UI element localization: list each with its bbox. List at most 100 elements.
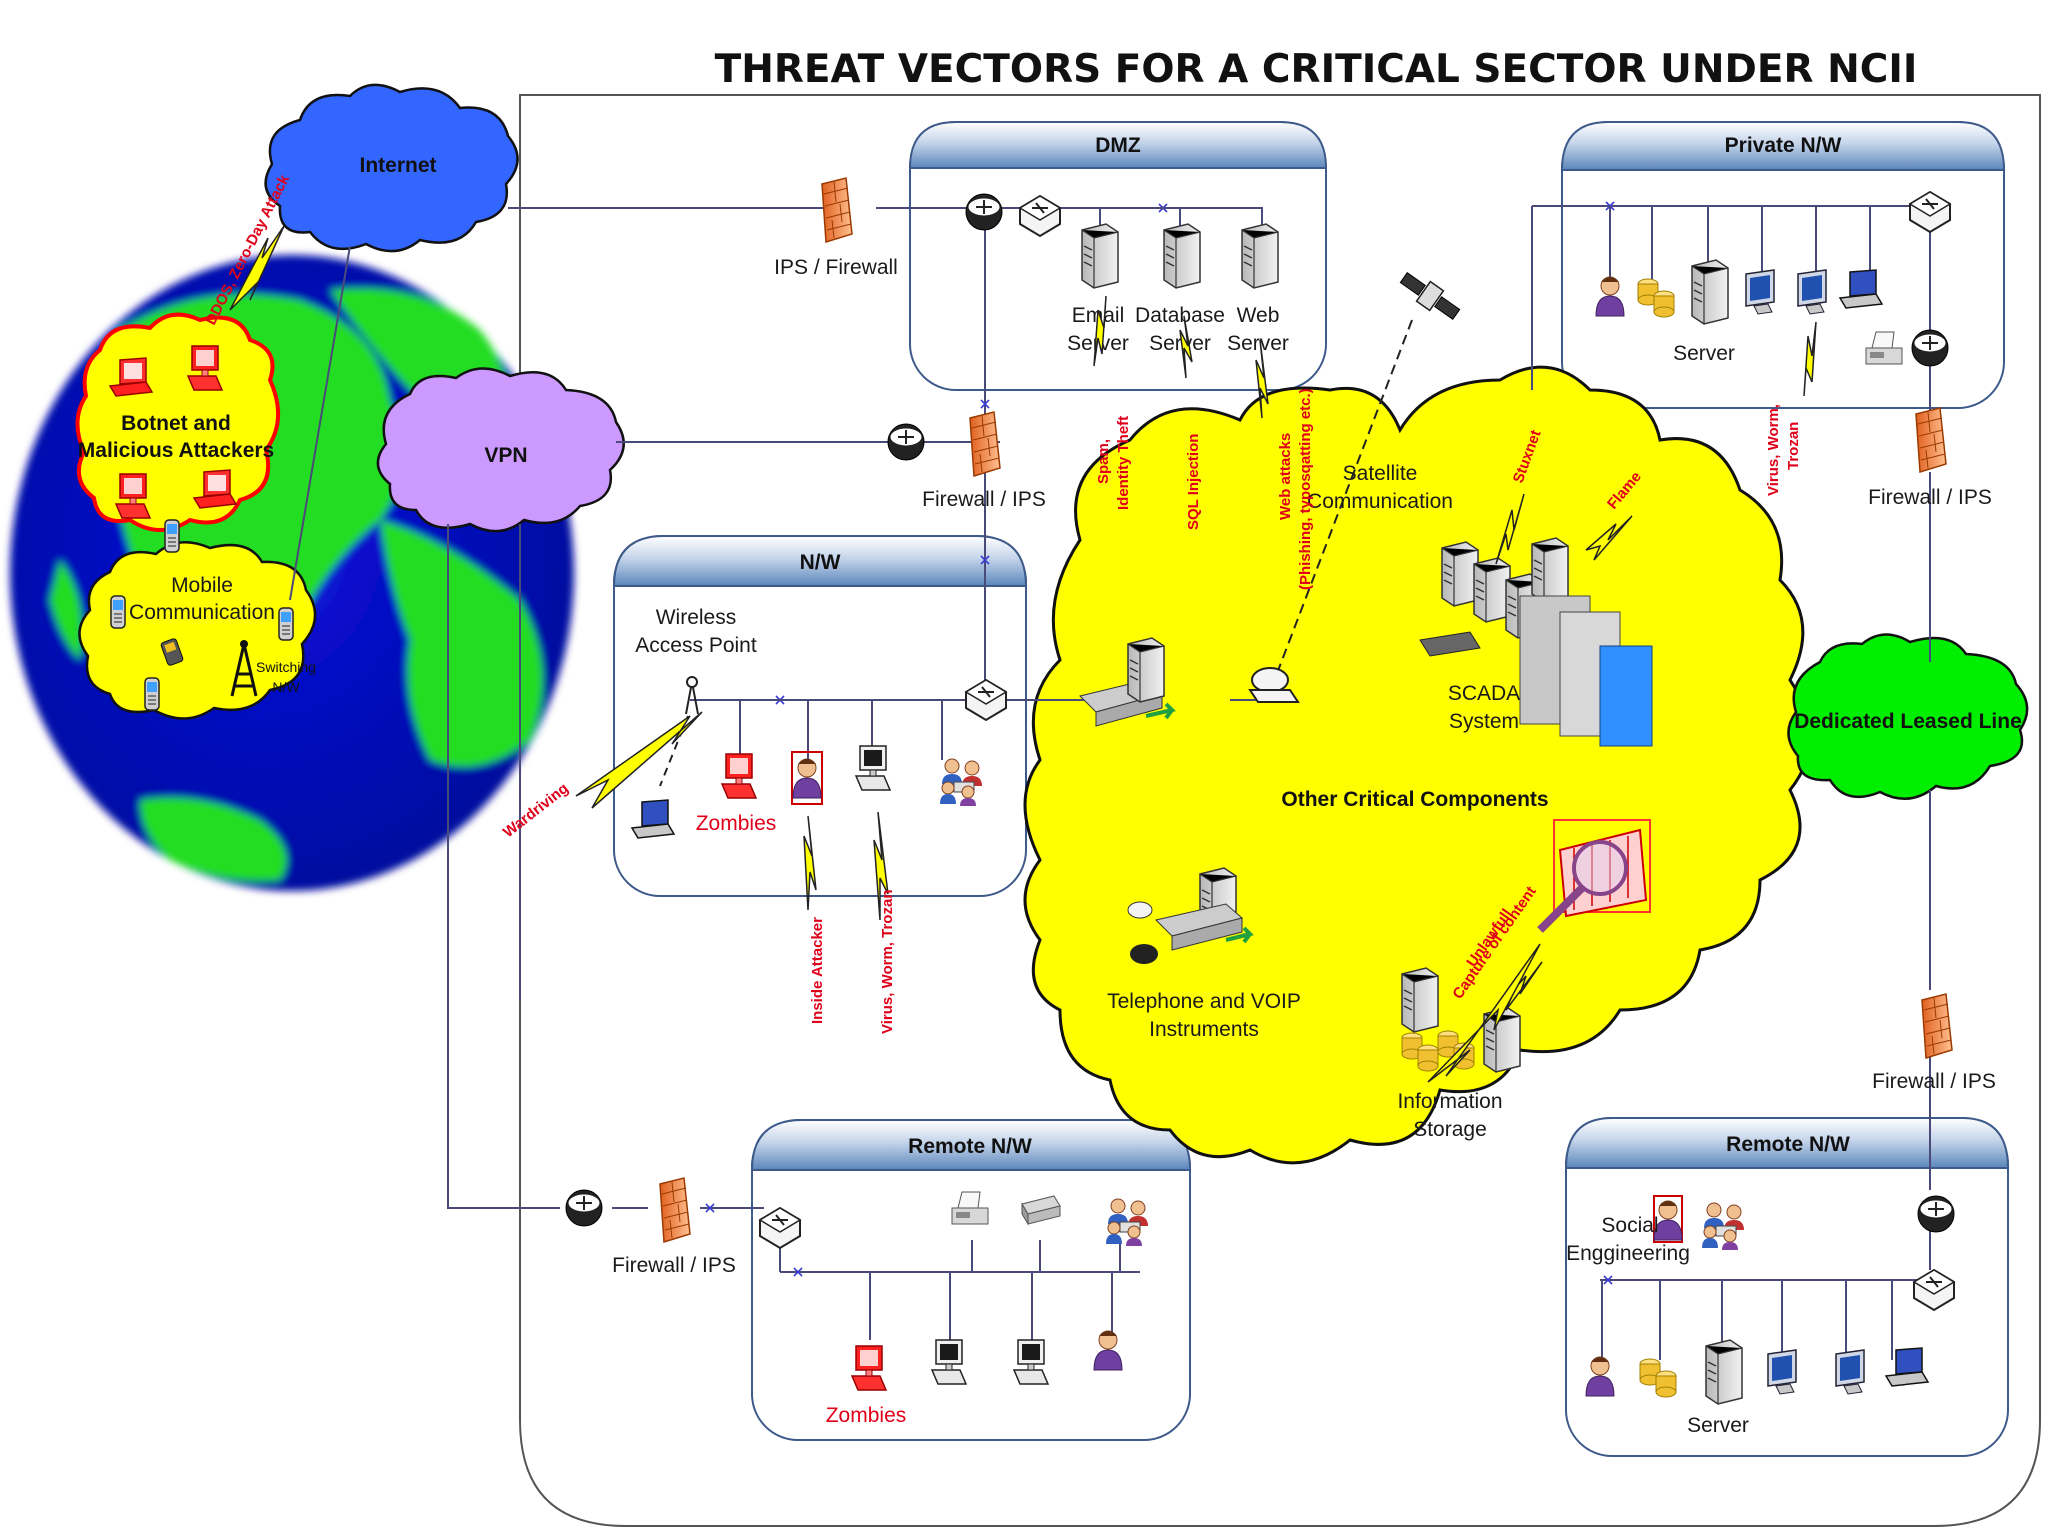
remote-left-pc-2-icon: [1013, 1339, 1049, 1385]
wireless-ap-icon: [685, 676, 699, 715]
web-server-label-2: Server: [1227, 332, 1289, 355]
threat-spam-1: Spam,: [1095, 439, 1112, 484]
threat-wardriving: Wardriving: [500, 780, 572, 841]
zone-nw-title: N/W: [800, 551, 841, 574]
wireless-link: [659, 715, 689, 787]
botnet-phone-icon: [164, 519, 180, 553]
storage-label-1: Information: [1397, 1090, 1502, 1113]
database-server-label-1: Database: [1135, 304, 1225, 327]
social-engineer-icon: [1653, 1195, 1683, 1243]
database-server-label-2: Server: [1149, 332, 1211, 355]
firewall-ips-dmz-label: Firewall / IPS: [922, 488, 1046, 511]
email-server-label-2: Server: [1067, 332, 1129, 355]
nw-pc-icon: [855, 745, 891, 791]
email-server-icon: [1081, 223, 1119, 289]
satellite-label-2: Communication: [1307, 490, 1453, 513]
diagram-title: THREAT VECTORS FOR A CRITICAL SECTOR UND…: [715, 47, 1918, 92]
telephone-label-1: Telephone and VOIP: [1107, 990, 1301, 1013]
web-server-label-1: Web: [1237, 304, 1280, 327]
scada-servers-icon: [1419, 537, 1653, 747]
capture-magnifier-icon: [1537, 819, 1651, 933]
zone-remote-left-title: Remote N/W: [908, 1135, 1032, 1158]
dedicated-cloud-label: Dedicated Leased Line: [1794, 710, 2022, 733]
zone-nw: N/W: [612, 535, 1028, 897]
firewall-ips-remote-right-icon: [1921, 993, 1953, 1059]
voip-equipment-icon: [1127, 867, 1254, 964]
mobile-communication-cloud: [78, 541, 317, 720]
private-bus: [1609, 206, 1871, 280]
threat-web-1: Web attacks: [1277, 433, 1294, 520]
scada-label-2: System: [1449, 710, 1519, 733]
botnet-label-2: Malicious Attackers: [78, 439, 274, 462]
zone-dmz-title: DMZ: [1095, 134, 1141, 157]
nw-zombie-pc-icon: [721, 753, 757, 799]
critical-components-cloud: [1023, 365, 1812, 1165]
switching-label-2: N/W: [272, 679, 300, 695]
switching-label-1: Switching: [256, 659, 316, 675]
social-label-1: Social: [1601, 1214, 1658, 1237]
wireless-ap-label-1: Wireless: [656, 606, 737, 629]
remote-left-zombie-pc-icon: [851, 1345, 887, 1391]
threat-virus-private-1: Virus, Worm,: [1765, 404, 1782, 496]
threat-virus-private-2: Trozan: [1785, 422, 1802, 470]
botnet-label-1: Botnet and: [121, 412, 231, 435]
mobile-label-1: Mobile: [171, 574, 233, 597]
private-server-label: Server: [1673, 342, 1735, 365]
zone-private: Private N/W: [1560, 121, 2006, 409]
botnet-pc-1-icon: [187, 345, 223, 391]
mobile-phone-2-icon: [144, 677, 160, 711]
threat-spam-2: Identity Theft: [1115, 416, 1132, 510]
social-label-2: Enggineering: [1566, 1242, 1690, 1265]
critical-cloud-label: Other Critical Components: [1281, 788, 1548, 811]
attack-bolts: [229, 225, 1817, 1083]
internet-cloud: [264, 83, 519, 253]
telephone-label-2: Instruments: [1149, 1018, 1259, 1041]
vpn-cloud-label: VPN: [484, 444, 527, 467]
web-server-icon: [1241, 223, 1279, 289]
satellite-dish-icon: [1248, 667, 1300, 703]
remote-right-router-icon: [1917, 1195, 1955, 1233]
firewall-ips-remote-left-icon: [659, 1177, 691, 1243]
threat-virus-nw: Virus, Worm, Trozan: [879, 890, 896, 1034]
dedicated-leased-line-cloud: [1787, 633, 2029, 800]
nw-zombies-label: Zombies: [696, 812, 777, 835]
mobile-phone-3-icon: [278, 607, 294, 641]
inside-attacker-icon: [791, 751, 823, 805]
remote-right-server-icon: [1705, 1339, 1743, 1405]
vpn-cloud: [376, 367, 625, 533]
zone-remote-right-title: Remote N/W: [1726, 1133, 1850, 1156]
mobile-label-2: Communication: [129, 601, 275, 624]
zone-remote-left: Remote N/W: [750, 1119, 1192, 1441]
nw-bus: [690, 699, 988, 760]
scada-label-1: SCADA: [1448, 682, 1520, 705]
botnet-pc-2-icon: [115, 473, 151, 519]
firewall-ips-dmz-icon: [969, 411, 1001, 477]
gateway-server-icon: [1079, 637, 1176, 727]
ips-firewall-label: IPS / Firewall: [774, 256, 898, 279]
private-server-icon: [1691, 259, 1729, 325]
firewall-ips-remote-right-label: Firewall / IPS: [1872, 1070, 1996, 1093]
ips-firewall-icon: [821, 177, 853, 243]
vpn-router-icon: [887, 423, 925, 461]
database-server-icon: [1163, 223, 1201, 289]
dmz-router-icon: [965, 193, 1003, 231]
firewall-ips-private-label: Firewall / IPS: [1868, 486, 1992, 509]
ncii-boundary: [519, 94, 2041, 1527]
remote-left-bus: [869, 1240, 1121, 1340]
remote-right-bus: [1601, 1280, 1893, 1360]
remote-left-pc-1-icon: [931, 1339, 967, 1385]
mobile-phone-1-icon: [110, 595, 126, 629]
satellite-label-1: Satellite: [1343, 462, 1418, 485]
mobile-handset-icon: [160, 638, 184, 666]
storage-label-2: Storage: [1413, 1118, 1487, 1141]
satellite-icon: [1399, 272, 1461, 320]
remote-left-router-icon: [565, 1189, 603, 1227]
threat-sql: SQL Injection: [1185, 434, 1202, 530]
internet-cloud-label: Internet: [359, 154, 436, 177]
remote-left-zombies-label: Zombies: [826, 1404, 907, 1427]
firewall-ips-private-icon: [1915, 407, 1947, 473]
threat-web-2: (Phishing, typosqatting etc.): [1297, 388, 1314, 590]
private-router-icon: [1911, 329, 1949, 367]
remote-right-server-label: Server: [1687, 1414, 1749, 1437]
wireless-ap-label-2: Access Point: [635, 634, 757, 657]
